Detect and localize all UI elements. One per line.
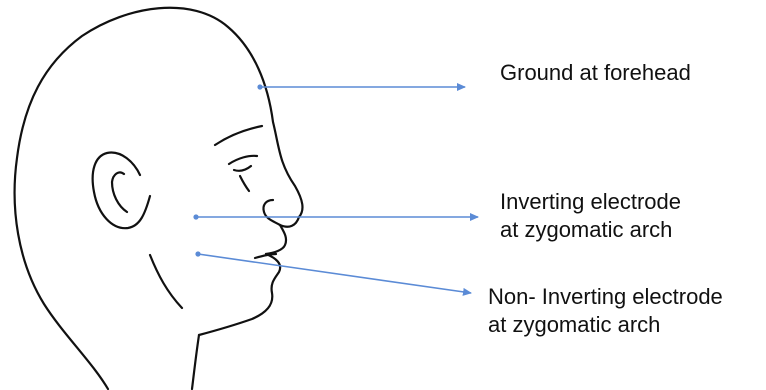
inverting-label-line-2: at zygomatic arch [500,216,681,244]
non-inverting-pointer-arrow [198,254,471,293]
upper-lip [266,225,286,254]
inverting-label-line-1: Inverting electrode [500,188,681,216]
ear-inner [112,172,127,212]
head-outline [15,8,303,389]
chin-jaw [199,254,280,335]
eye-crease [240,176,249,191]
eye-upper-lid [229,156,257,164]
eye-lower-lid [234,166,251,171]
neck-front [192,335,199,389]
non-inverting-electrode-dot [195,251,200,256]
ground-label: Ground at forehead [500,59,691,87]
ground-electrode-dot [257,84,262,89]
inverting-electrode-dot [193,214,198,219]
non-inverting-electrode-label: Non- Inverting electrode at zygomatic ar… [488,283,723,339]
nose-outline [263,200,299,227]
non-inverting-label-line-2: at zygomatic arch [488,311,723,339]
inverting-electrode-label: Inverting electrode at zygomatic arch [500,188,681,244]
eyebrow [215,126,262,145]
ground-label-line-1: Ground at forehead [500,59,691,87]
non-inverting-label-line-1: Non- Inverting electrode [488,283,723,311]
ear-outline [93,153,150,229]
cheek-line [150,255,182,308]
